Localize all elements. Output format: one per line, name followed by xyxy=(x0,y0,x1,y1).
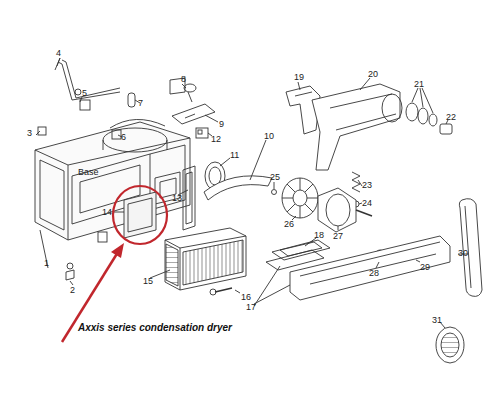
callout-number: 11 xyxy=(230,150,239,160)
callout-number: 1 xyxy=(44,258,49,268)
callout-number: 25 xyxy=(270,172,280,182)
callout-number: 29 xyxy=(420,262,430,272)
callout-number: 2 xyxy=(70,285,75,295)
caption: Axxis series condensation dryer xyxy=(78,322,232,334)
callout-number: 21 xyxy=(414,79,424,89)
callout-number: 23 xyxy=(362,180,372,190)
callout-number: 15 xyxy=(143,276,153,286)
callout-number: 18 xyxy=(314,230,324,240)
callout-number: 28 xyxy=(369,268,379,278)
callout-number: 22 xyxy=(446,112,456,122)
callout-number: 17 xyxy=(246,302,256,312)
callout-number: 3 xyxy=(27,128,32,138)
callout-number: 20 xyxy=(368,69,378,79)
callout-number: 10 xyxy=(264,131,274,141)
callout-number: 16 xyxy=(241,292,251,302)
callout-number: 24 xyxy=(362,198,372,208)
callout-number: 4 xyxy=(56,48,61,58)
callout-number: 26 xyxy=(284,219,294,229)
callout-number: 8 xyxy=(181,74,186,84)
callout-number: 9 xyxy=(219,119,224,129)
callout-number: 12 xyxy=(211,134,221,144)
callout-number: 14 xyxy=(102,207,112,217)
callout-number: 30 xyxy=(458,248,468,258)
callout-number: 13 xyxy=(172,193,182,203)
callout-number: 27 xyxy=(333,231,343,241)
part-name: Base xyxy=(78,167,99,177)
callout-number: 7 xyxy=(138,98,143,108)
callout-number: 6 xyxy=(121,132,126,142)
callout-number: 31 xyxy=(432,315,442,325)
callout-number: 19 xyxy=(294,72,304,82)
callout-number: 5 xyxy=(82,88,87,98)
